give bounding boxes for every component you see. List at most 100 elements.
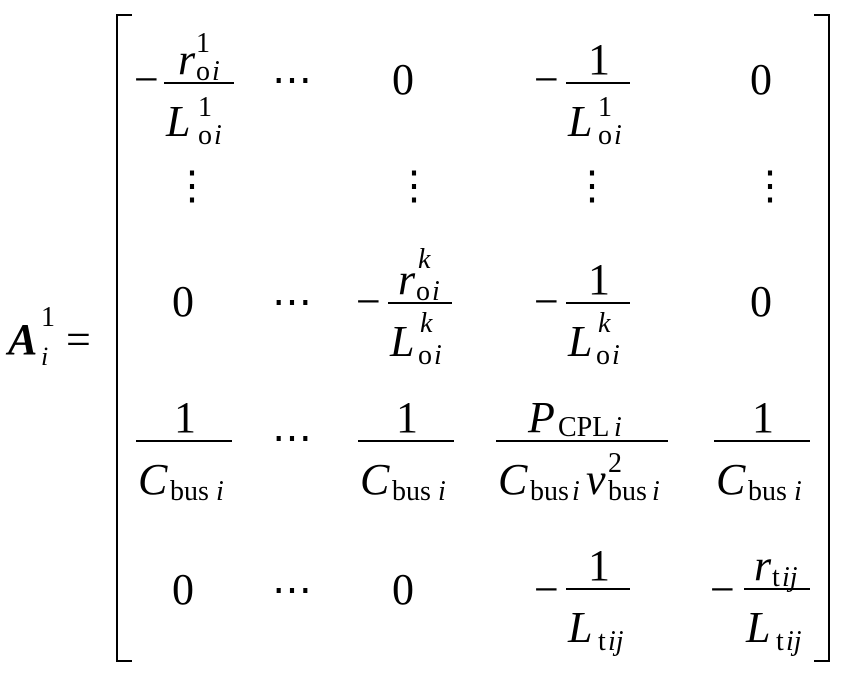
fraction-bar [496, 440, 668, 442]
numerator: 1 [588, 255, 610, 304]
numerator: 1 [396, 393, 418, 442]
sup: 2 [608, 448, 622, 479]
fraction-r4c4: P CPL i C bus i v 2 bus i [496, 378, 668, 508]
fraction-bar [566, 82, 630, 84]
sub-i: i [434, 340, 442, 371]
sup: k [420, 308, 433, 339]
fraction-r4c1: 1 C bus i [136, 378, 232, 508]
left-bracket [116, 14, 132, 662]
lhs-subscript: i [41, 342, 49, 371]
vdots-c1: ⋮ [172, 163, 212, 208]
sub-t: t [776, 626, 784, 657]
sup: 1 [198, 92, 212, 123]
L-symbol: L [568, 603, 593, 652]
sup: k [418, 244, 431, 275]
fraction-r5c4: 1 L t ij [566, 526, 630, 656]
hdots-r3: ⋯ [272, 279, 312, 324]
hdots-r5: ⋯ [272, 567, 312, 612]
fraction-bar [566, 302, 630, 304]
fraction-bar [566, 588, 630, 590]
sub-bus: bus [608, 476, 647, 507]
C-symbol: C [716, 455, 746, 504]
fraction-r3c3: r k o i L k o i [388, 240, 452, 370]
sub-i: i [572, 476, 580, 507]
fraction-r4c5: 1 C bus i [714, 378, 810, 508]
minus-r1c1: − [134, 55, 159, 104]
entry-r5c3: 0 [392, 565, 414, 614]
fraction-bar [388, 302, 452, 304]
entry-r5c1: 0 [172, 565, 194, 614]
L-symbol: L [390, 317, 415, 366]
fraction-bar [358, 440, 454, 442]
hdots-r1: ⋯ [272, 57, 312, 102]
sup: 1 [598, 92, 612, 123]
sub-bus: bus [392, 476, 431, 507]
sup: k [598, 308, 611, 339]
minus-r3c3: − [356, 277, 381, 326]
minus-r3c4: − [534, 277, 559, 326]
L-symbol: L [746, 603, 771, 652]
sub-i: i [794, 476, 802, 507]
sub-o: o [198, 120, 212, 151]
r-symbol: r [178, 35, 196, 84]
vdots-c5: ⋮ [750, 163, 790, 208]
C-symbol: C [360, 455, 390, 504]
sub-ij: ij [608, 626, 624, 657]
numerator: 1 [752, 393, 774, 442]
sub-i: i [216, 476, 224, 507]
vdots-c3: ⋮ [394, 163, 434, 208]
sub-cpl: CPL [558, 412, 610, 443]
r-symbol: r [398, 255, 416, 304]
C-symbol: C [498, 455, 528, 504]
minus-r1c4: − [534, 55, 559, 104]
lhs-superscript: 1 [41, 302, 55, 333]
entry-r1c5: 0 [750, 55, 772, 104]
v-symbol: v [586, 455, 606, 504]
sub-o: o [416, 276, 430, 307]
sub-i: i [432, 276, 440, 307]
equals-sign: = [66, 315, 91, 364]
sub-ij: ij [786, 626, 802, 657]
sub-i: i [214, 120, 222, 151]
L-symbol: L [568, 97, 593, 146]
entry-r3c1: 0 [172, 277, 194, 326]
lhs-symbol: A [8, 315, 38, 364]
entry-r1c3: 0 [392, 55, 414, 104]
L-symbol: L [166, 97, 191, 146]
r-symbol: r [754, 541, 772, 590]
sub-i: i [614, 412, 622, 443]
minus-r5c4: − [534, 565, 559, 614]
P-symbol: P [528, 393, 555, 442]
entry-r3c5: 0 [750, 277, 772, 326]
L-symbol: L [568, 317, 593, 366]
sub-o: o [196, 56, 210, 87]
sub-o: o [598, 120, 612, 151]
fraction-r1c1: r 1 o i L 1 o i [164, 20, 234, 150]
fraction-bar [164, 82, 234, 84]
minus-r5c5: − [710, 565, 735, 614]
sup: 1 [196, 28, 210, 59]
fraction-bar [744, 588, 810, 590]
sub-o: o [596, 340, 610, 371]
fraction-bar [136, 440, 232, 442]
C-symbol: C [138, 455, 168, 504]
sub-i: i [612, 340, 620, 371]
sub-i: i [212, 56, 220, 87]
fraction-r4c3: 1 C bus i [358, 378, 454, 508]
sub-bus: bus [748, 476, 787, 507]
numerator: 1 [174, 393, 196, 442]
vdots-c4: ⋮ [572, 163, 612, 208]
fraction-r1c4: 1 L 1 o i [566, 20, 630, 150]
sub-bus: bus [170, 476, 209, 507]
sub-t: t [598, 626, 606, 657]
fraction-r3c4: 1 L k o i [566, 240, 630, 370]
sub-i: i [438, 476, 446, 507]
sub-i: i [652, 476, 660, 507]
numerator: 1 [588, 35, 610, 84]
right-bracket [814, 14, 830, 662]
sub-i: i [614, 120, 622, 151]
sub-bus: bus [530, 476, 569, 507]
sub-ij: ij [782, 562, 798, 593]
fraction-r5c5: r t ij L t ij [744, 526, 810, 656]
